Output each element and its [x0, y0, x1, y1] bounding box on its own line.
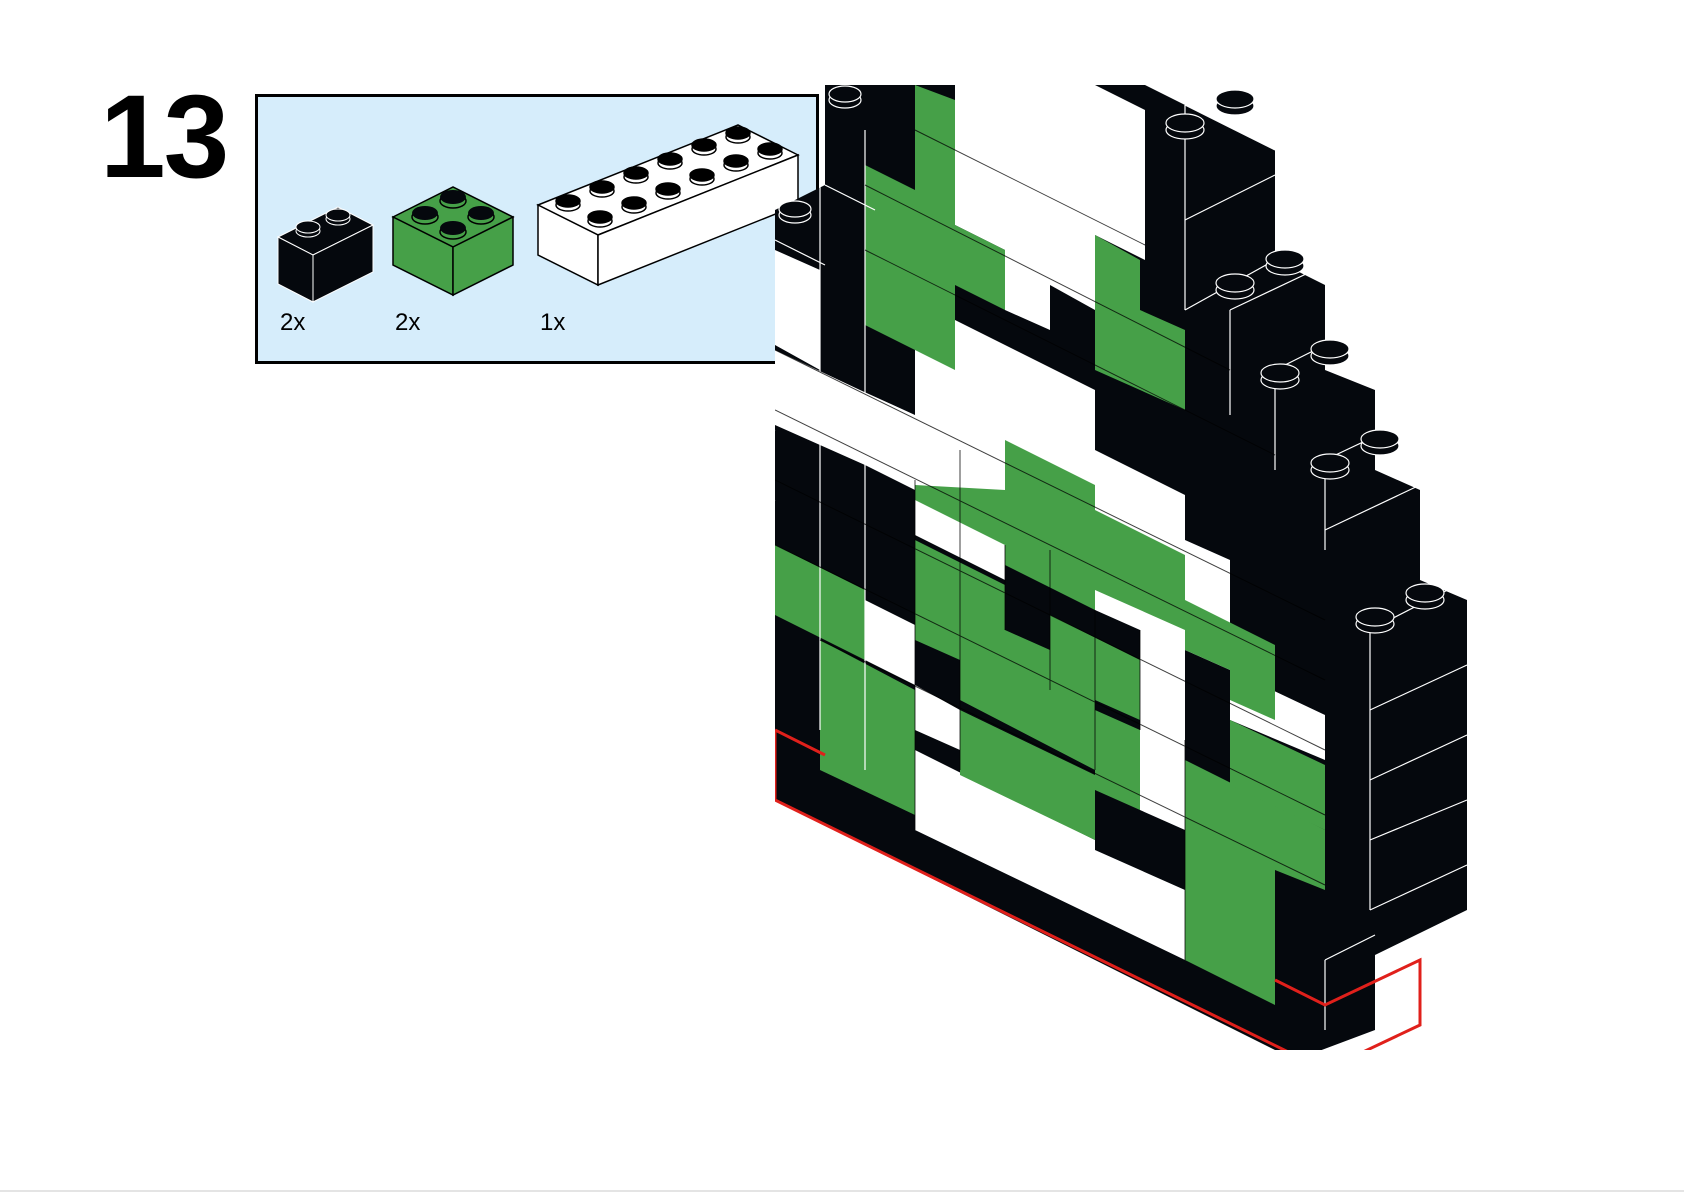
- black-brick-quantity: 2x: [280, 309, 306, 336]
- page-bottom-divider: [0, 1190, 1684, 1192]
- model-green-areas: [775, 85, 1325, 1005]
- model-studs: [778, 85, 1445, 634]
- model-row-lines: [775, 129, 1326, 960]
- white-brick-quantity: 1x: [540, 309, 566, 336]
- green-2x2-brick-icon: [391, 186, 523, 307]
- white-1x6-brick-icon: [536, 124, 800, 295]
- model-grid-lines: [775, 100, 1468, 1030]
- green-brick-quantity: 2x: [395, 309, 421, 336]
- new-parts-highlight-outline: [775, 730, 1422, 1050]
- model-illustration: [775, 70, 1515, 1050]
- parts-list-callout: 2x 2x: [255, 94, 819, 364]
- step-number: 13: [100, 71, 229, 203]
- black-1x2-brick-icon: [276, 206, 378, 307]
